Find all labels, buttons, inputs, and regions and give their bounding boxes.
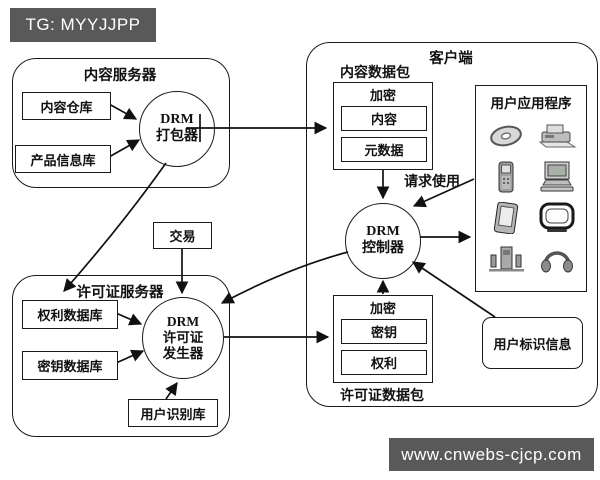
key-box: 密钥 bbox=[341, 319, 427, 344]
pda-icon bbox=[493, 202, 518, 234]
key-db-box: 密钥数据库 bbox=[22, 351, 118, 380]
drm-license-generator-node: DRM 许可证 发生器 bbox=[142, 297, 224, 379]
speaker-icon bbox=[488, 246, 524, 272]
license-server-title: 许可证服务器 bbox=[76, 285, 164, 301]
content-server-title: 内容服务器 bbox=[83, 68, 157, 84]
site-watermark-badge: www.cnwebs-cjcp.com bbox=[389, 438, 594, 471]
client-container bbox=[306, 42, 598, 407]
content-box: 内容 bbox=[341, 106, 427, 131]
license-package-box: 加密 密钥 权利 bbox=[333, 295, 433, 383]
drm-controller-line1: DRM bbox=[366, 224, 400, 240]
drm-controller-line2: 控制器 bbox=[362, 241, 404, 256]
user-recognition-db-box: 用户识别库 bbox=[128, 399, 218, 427]
user-id-info-box: 用户标识信息 bbox=[482, 317, 583, 369]
content-package-box: 加密 内容 元数据 bbox=[333, 82, 433, 170]
content-package-label: 内容数据包 bbox=[340, 66, 410, 81]
license-package-label: 许可证数据包 bbox=[340, 389, 424, 404]
product-info-db-box: 产品信息库 bbox=[15, 145, 111, 173]
drm-license-generator-line1: DRM bbox=[166, 313, 200, 329]
mobile-phone-icon bbox=[498, 161, 513, 193]
content-repo-box: 内容仓库 bbox=[22, 92, 111, 120]
tv-icon bbox=[539, 202, 574, 232]
drm-license-generator-line2: 许可证 bbox=[162, 329, 204, 345]
drm-packager-node: DRM 打包器 bbox=[139, 91, 215, 167]
rights-db-box: 权利数据库 bbox=[22, 300, 118, 329]
transaction-box: 交易 bbox=[153, 222, 212, 249]
tg-watermark-badge: TG: MYYJJPP bbox=[10, 8, 156, 42]
user-applications-title: 用户应用程序 bbox=[490, 96, 572, 111]
content-package-encrypt-label: 加密 bbox=[369, 87, 396, 103]
device-icon-grid bbox=[476, 112, 586, 275]
metadata-box: 元数据 bbox=[341, 137, 427, 162]
drm-license-generator-line3: 发生器 bbox=[162, 346, 204, 362]
drm-controller-node: DRM 控制器 bbox=[345, 203, 421, 279]
drm-packager-line2: 打包器 bbox=[156, 129, 198, 144]
printer-icon bbox=[538, 124, 577, 148]
disc-icon bbox=[489, 125, 522, 147]
client-title: 客户端 bbox=[429, 51, 473, 67]
user-applications-panel: 用户应用程序 bbox=[475, 85, 587, 292]
desktop-computer-icon bbox=[540, 161, 573, 192]
headphones-icon bbox=[540, 251, 573, 273]
license-package-encrypt-label: 加密 bbox=[369, 300, 396, 316]
rights-box: 权利 bbox=[341, 350, 427, 375]
request-use-label: 请求使用 bbox=[404, 175, 460, 190]
drm-packager-line1: DRM bbox=[160, 112, 194, 128]
